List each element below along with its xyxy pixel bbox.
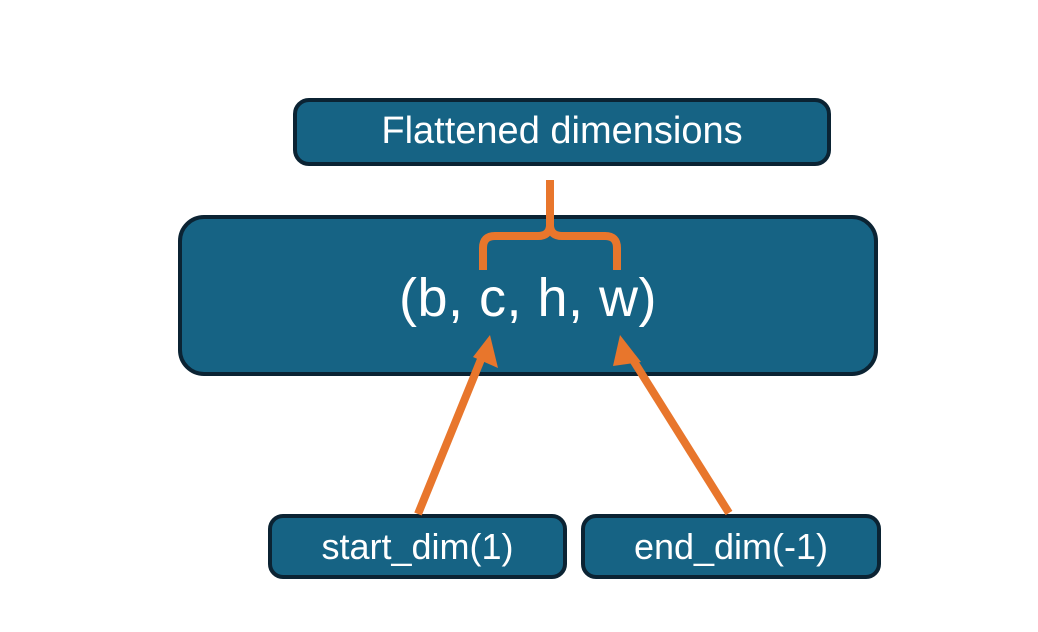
tensor-shape-box[interactable]: (b, c, h, w) <box>178 215 878 376</box>
tensor-shape-label: (b, c, h, w) <box>398 268 658 329</box>
start-dim-label: start_dim(1) <box>321 525 514 567</box>
flattened-dimensions-box[interactable]: Flattened dimensions <box>293 98 831 166</box>
end-dim-arrow <box>613 335 733 516</box>
end-dim-label: end_dim(-1) <box>633 525 829 567</box>
start-dim-arrow-head <box>473 335 498 368</box>
start-dim-arrow <box>414 335 498 516</box>
start-dim-arrow-line <box>414 350 488 516</box>
curly-brace-connector <box>479 180 621 270</box>
end-dim-arrow-head <box>613 335 641 366</box>
flattened-dimensions-label: Flattened dimensions <box>381 110 743 153</box>
end-dim-box[interactable]: end_dim(-1) <box>581 514 881 579</box>
start-dim-box[interactable]: start_dim(1) <box>268 514 567 579</box>
end-dim-arrow-line <box>624 349 733 516</box>
